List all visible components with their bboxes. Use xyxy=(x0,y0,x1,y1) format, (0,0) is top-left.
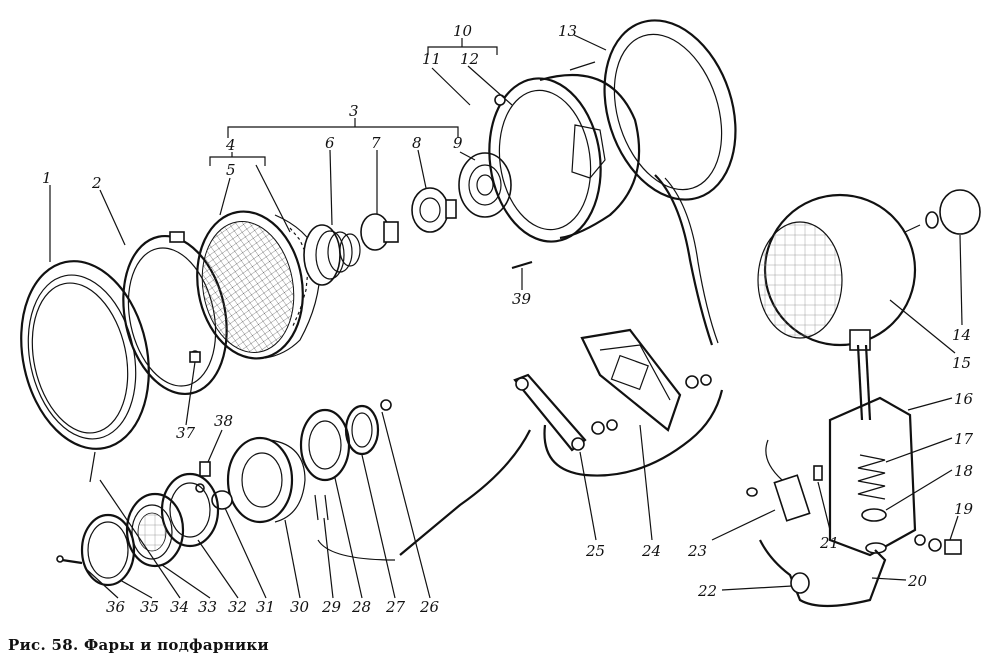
part-38-screw xyxy=(199,461,211,477)
part-28-gasket xyxy=(299,408,351,482)
label-37: 37 xyxy=(176,424,196,442)
label-32: 32 xyxy=(228,598,247,616)
figure-caption: Рис. 58. Фары и подфарники xyxy=(8,636,269,654)
leader-lines xyxy=(49,34,963,599)
cable-housing xyxy=(654,174,714,346)
part-12-housing-ring xyxy=(488,77,602,243)
label-23: 23 xyxy=(687,542,707,560)
part-15-spotlight xyxy=(757,193,917,351)
part-18-washer xyxy=(861,508,887,554)
part-20-cable xyxy=(759,539,887,608)
label-27: 27 xyxy=(385,598,406,616)
label-1: 1 xyxy=(42,169,52,187)
cable-lower xyxy=(543,389,724,477)
label-38: 38 xyxy=(214,412,233,430)
label-20: 20 xyxy=(907,572,928,590)
label-22: 22 xyxy=(697,582,717,600)
part-24-box xyxy=(580,328,682,432)
label-10: 10 xyxy=(453,22,473,40)
label-30: 30 xyxy=(290,598,310,616)
part-36-screw xyxy=(56,555,83,565)
label-33: 33 xyxy=(198,598,217,616)
part-23-switch xyxy=(765,439,811,522)
label-21: 21 xyxy=(819,534,839,552)
label-17: 17 xyxy=(954,430,974,448)
label-35: 35 xyxy=(140,598,159,616)
part-21-screw xyxy=(813,465,823,481)
part-13-flange xyxy=(603,19,737,201)
part-19-bolt xyxy=(914,534,962,555)
part-26-nut xyxy=(380,399,392,411)
label-16: 16 xyxy=(954,390,974,408)
label-31: 31 xyxy=(256,598,275,616)
label-15: 15 xyxy=(952,354,971,372)
part-17-spring xyxy=(857,454,886,500)
label-12: 12 xyxy=(460,50,479,68)
cable-side xyxy=(399,429,531,556)
part-7-bulb xyxy=(360,213,399,251)
part-39-screw xyxy=(511,260,533,270)
label-36: 36 xyxy=(106,598,126,616)
part-33-lens xyxy=(125,492,185,568)
part-22-grommet xyxy=(790,572,810,594)
label-5: 5 xyxy=(226,161,236,179)
label-7: 7 xyxy=(371,134,381,152)
label-18: 18 xyxy=(954,462,973,480)
label-24: 24 xyxy=(641,542,661,560)
label-9: 9 xyxy=(453,134,463,152)
label-14: 14 xyxy=(952,326,971,344)
label-19: 19 xyxy=(954,500,974,518)
label-34: 34 xyxy=(170,598,189,616)
part-10-housing-body xyxy=(494,61,641,240)
label-28: 28 xyxy=(351,598,371,616)
label-2: 2 xyxy=(91,174,102,192)
part-5-lens xyxy=(196,210,321,360)
label-6: 6 xyxy=(325,134,335,152)
label-13: 13 xyxy=(558,22,577,40)
part-32-gasket xyxy=(160,472,220,548)
part-35-rim xyxy=(80,513,136,587)
label-25: 25 xyxy=(585,542,605,560)
part-labels: 1 2 3 4 5 6 7 8 9 10 11 12 13 14 15 16 1… xyxy=(42,22,974,616)
label-39: 39 xyxy=(512,290,532,308)
label-26: 26 xyxy=(419,598,440,616)
part-14-knob xyxy=(904,189,981,235)
part-25-arm xyxy=(513,373,587,452)
label-4: 4 xyxy=(225,136,236,154)
part-9-connector xyxy=(458,152,512,218)
label-11: 11 xyxy=(422,50,441,68)
part-6-socket xyxy=(303,224,361,286)
label-8: 8 xyxy=(412,134,422,152)
part-27-ring xyxy=(344,404,380,456)
part-8-holder xyxy=(411,187,457,233)
part-16-bracket xyxy=(828,344,917,557)
label-29: 29 xyxy=(321,598,342,616)
part-30-base xyxy=(226,436,306,524)
part-29-terminals xyxy=(314,494,329,521)
label-3: 3 xyxy=(349,102,359,120)
